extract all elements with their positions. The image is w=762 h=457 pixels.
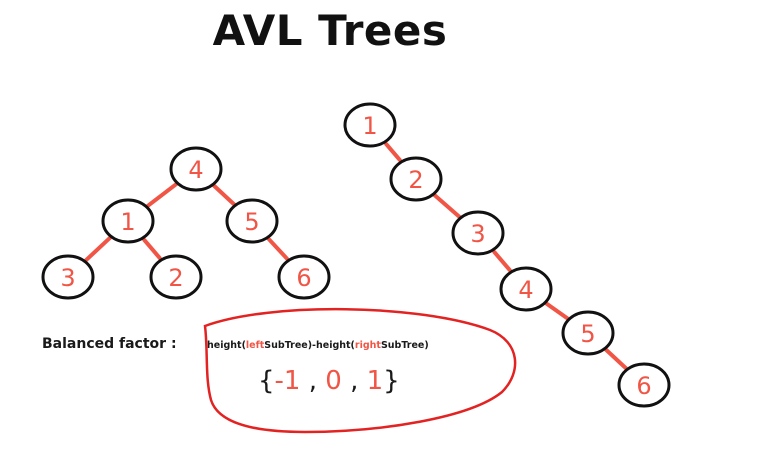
balanced-tree-edge [142, 237, 162, 261]
set-value-one: 1 [366, 366, 384, 396]
node-label: 4 [518, 276, 533, 304]
skewed-tree-edge [492, 249, 512, 273]
formula-part: height( [207, 340, 246, 351]
formula-part: SubTree) [380, 340, 429, 351]
skewed-tree-node-4: 4 [499, 266, 553, 312]
node-circle [169, 146, 223, 192]
page-title: AVL Trees [212, 6, 448, 55]
node-circle [451, 210, 505, 256]
node-circle [277, 254, 331, 300]
skewed-tree-node-2: 2 [389, 156, 443, 202]
node-label: 5 [580, 320, 595, 348]
balanced-factor-label: Balanced factor : [42, 336, 177, 352]
balanced-tree-node-5: 5 [225, 198, 279, 244]
set-separator: , [341, 366, 367, 396]
balanced-tree-node-2: 2 [149, 254, 203, 300]
set-open-brace: { [258, 366, 275, 396]
node-circle [149, 254, 203, 300]
node-label: 2 [408, 166, 423, 194]
balanced-tree-edge [84, 236, 112, 262]
balance-value-set: {-1 , 0 , 1} [258, 366, 400, 396]
node-circle [225, 198, 279, 244]
node-circle [499, 266, 553, 312]
set-separator: , [300, 366, 326, 396]
balanced-tree-node-4: 4 [169, 146, 223, 192]
node-label: 4 [188, 156, 203, 184]
skewed-tree-edge [432, 193, 462, 219]
node-circle [101, 198, 155, 244]
skewed-tree-node-3: 3 [451, 210, 505, 256]
balance-formula: height(leftSubTree)-height(rightSubTree) [207, 340, 429, 351]
node-circle [617, 362, 671, 408]
node-label: 3 [60, 264, 75, 292]
node-label: 2 [168, 264, 183, 292]
formula-right-word: right [354, 340, 381, 351]
set-close-brace: } [383, 366, 400, 396]
skewed-tree-edge [544, 301, 570, 321]
balanced-tree-node-1: 1 [101, 198, 155, 244]
hand-drawn-highlight [203, 307, 517, 434]
node-label: 1 [362, 112, 377, 140]
formula-part: SubTree)-height( [264, 340, 355, 351]
balanced-tree-edge [145, 182, 179, 208]
edges-layer [84, 142, 628, 370]
node-circle [343, 102, 397, 148]
skewed-tree-edge [384, 142, 402, 162]
set-value-zero: 0 [325, 366, 342, 396]
node-label: 6 [296, 264, 311, 292]
set-value-minus-one: -1 [274, 366, 301, 396]
balanced-tree-node-6: 6 [277, 254, 331, 300]
skewed-tree-edge [604, 348, 628, 370]
skewed-tree-node-6: 6 [617, 362, 671, 408]
node-circle [561, 310, 615, 356]
formula-left-word: left [245, 340, 265, 351]
node-label: 1 [120, 208, 135, 236]
skewed-tree-node-5: 5 [561, 310, 615, 356]
node-label: 6 [636, 372, 651, 400]
balanced-tree-edge [267, 237, 289, 261]
balanced-tree-edge [212, 184, 236, 206]
node-label: 3 [470, 220, 485, 248]
node-label: 5 [244, 208, 259, 236]
node-circle [389, 156, 443, 202]
node-circle [41, 254, 95, 300]
nodes-layer: 4 1 5 3 2 6 1 2 3 4 5 6 [41, 102, 671, 408]
skewed-tree-node-1: 1 [343, 102, 397, 148]
balanced-tree-node-3: 3 [41, 254, 95, 300]
